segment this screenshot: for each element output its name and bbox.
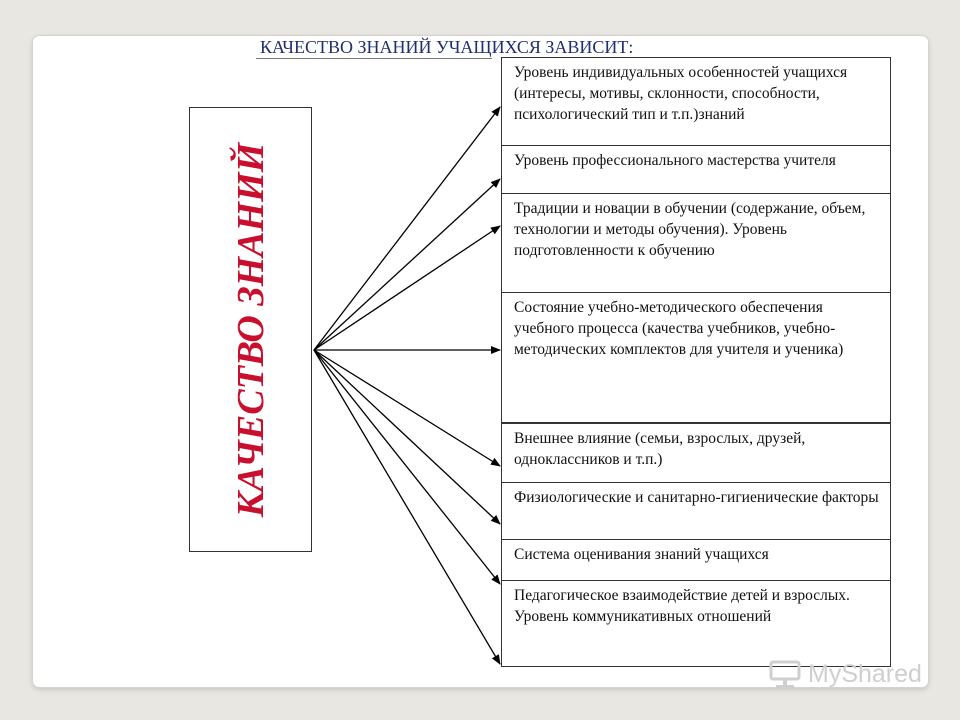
factor-box-5: Внешнее влияние (семьи, взрослых, друзей… bbox=[501, 423, 891, 483]
factor-box-8: Педагогическое взаимодействие детей и вз… bbox=[501, 580, 891, 667]
watermark-text: MyShared bbox=[808, 659, 922, 688]
connector-arrow-6 bbox=[313, 349, 501, 525]
factor-text: Уровень профессионального мастерства учи… bbox=[514, 152, 836, 169]
factor-text: Педагогическое взаимодействие детей и вз… bbox=[514, 587, 850, 625]
factor-box-4: Состояние учебно-методического обеспечен… bbox=[501, 292, 891, 423]
factor-text: Физиологические и санитарно-гигиенически… bbox=[514, 489, 879, 506]
factor-text: Уровень индивидуальных особенностей учащ… bbox=[514, 64, 848, 123]
factor-text: Состояние учебно-методического обеспечен… bbox=[514, 299, 844, 358]
connector-arrow-3 bbox=[313, 225, 501, 351]
center-box: КАЧЕСТВО ЗНАНИЙ bbox=[189, 107, 312, 552]
connector-arrow-7 bbox=[313, 349, 501, 585]
connector-arrow-2 bbox=[313, 178, 501, 351]
factor-text: Традиции и новации в обучении (содержани… bbox=[514, 200, 866, 259]
factor-text: Внешнее влияние (семьи, взрослых, друзей… bbox=[514, 430, 806, 468]
factor-text: Система оценивания знаний учащихся bbox=[514, 546, 769, 563]
diagram-title: КАЧЕСТВО ЗНАНИЙ УЧАЩИХСЯ ЗАВИСИТ: bbox=[260, 37, 634, 57]
title-underline bbox=[256, 58, 492, 59]
connector-arrow-1 bbox=[313, 106, 501, 351]
watermark: MyShared bbox=[768, 656, 922, 692]
factor-box-6: Физиологические и санитарно-гигиенически… bbox=[501, 482, 891, 540]
factor-box-2: Уровень профессионального мастерства учи… bbox=[501, 145, 891, 195]
projector-icon bbox=[769, 660, 801, 688]
factor-box-7: Система оценивания знаний учащихся bbox=[501, 539, 891, 581]
factor-box-1: Уровень индивидуальных особенностей учащ… bbox=[501, 57, 891, 152]
connector-arrow-8 bbox=[313, 349, 501, 665]
connector-arrow-5 bbox=[313, 349, 501, 467]
factor-box-3: Традиции и новации в обучении (содержани… bbox=[501, 193, 891, 293]
